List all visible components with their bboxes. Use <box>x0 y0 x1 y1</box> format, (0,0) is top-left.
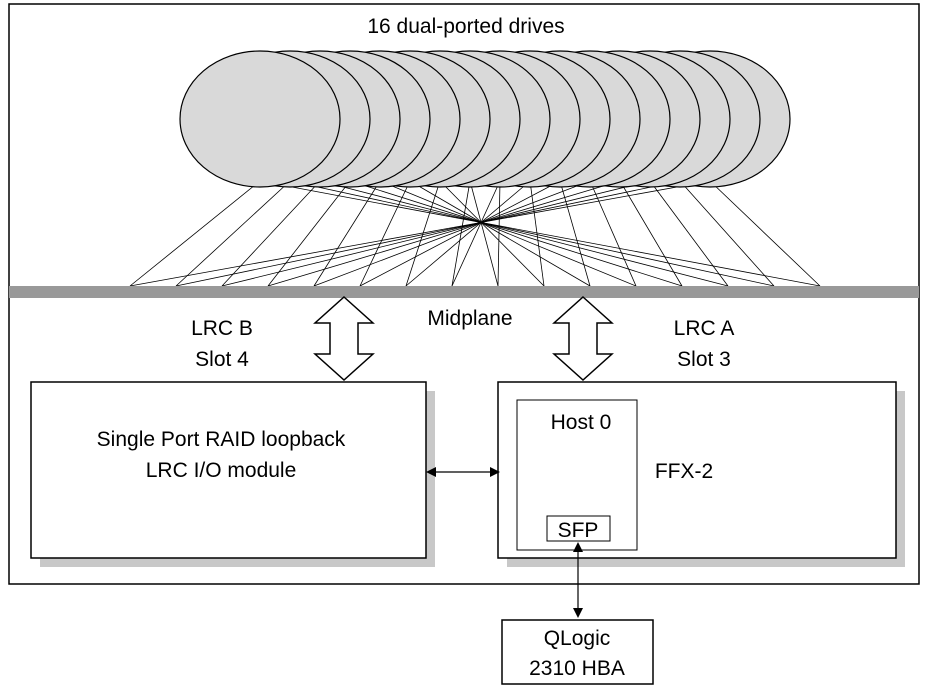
drive-link-line <box>529 180 545 287</box>
lrc-b-midplane-arrow-icon <box>313 295 375 382</box>
hba-line1: QLogic <box>544 627 611 650</box>
drive-link-line <box>267 180 621 287</box>
drive-link-line <box>313 180 381 287</box>
drive-link-line <box>439 180 545 287</box>
drive-link-line <box>709 180 821 287</box>
drive-link-line <box>405 180 441 287</box>
drive-link-line <box>129 180 261 287</box>
hba-link-down-arrow-icon <box>573 608 583 618</box>
drive-link-line <box>359 180 411 287</box>
midplane-bar <box>9 286 919 298</box>
left-module-line2: LRC I/O module <box>146 459 297 482</box>
host-label: Host 0 <box>551 411 612 434</box>
hba-line2: 2310 HBA <box>529 657 625 680</box>
drive-link-line <box>451 180 471 287</box>
drive-connection-lines <box>129 180 821 287</box>
sfp-box <box>546 515 611 542</box>
drive-link-line <box>379 180 637 287</box>
drive-link-line <box>451 180 501 287</box>
drive-link-line <box>679 180 775 287</box>
ffx-label: FFX-2 <box>655 460 713 483</box>
drive-link-line <box>359 180 561 287</box>
drive-link-line <box>289 180 775 287</box>
lrc-b-slot: Slot 4 <box>195 348 249 371</box>
drive-link-line <box>129 180 711 287</box>
left-module-line1: Single Port RAID loopback <box>97 428 346 451</box>
drive-link-line <box>559 180 591 287</box>
drive-link-line <box>619 180 683 287</box>
hba-link-up-arrow-icon <box>573 542 583 552</box>
midplane-label: Midplane <box>427 307 512 330</box>
module-link-left-arrow-icon <box>426 467 436 477</box>
drive-link-line <box>405 180 531 287</box>
lrc-a-midplane-arrow-icon <box>552 295 614 382</box>
left-module-box <box>30 381 427 559</box>
drive-link-line <box>313 180 591 287</box>
lrc-b-label: LRC B <box>191 317 253 340</box>
drive-link-line <box>221 180 321 287</box>
drive-disk <box>179 50 341 188</box>
drive-link-line <box>259 180 821 287</box>
sfp-label: SFP <box>558 519 599 542</box>
drive-link-line <box>497 180 501 287</box>
drives-title: 16 dual-ported drives <box>367 15 564 38</box>
drive-link-line <box>267 180 351 287</box>
drive-link-line <box>409 180 591 287</box>
hba-box <box>501 619 654 685</box>
drive-link-line <box>469 180 499 287</box>
drive-link-line <box>175 180 291 287</box>
drive-link-line <box>649 180 729 287</box>
drive-link-line <box>175 180 681 287</box>
lrc-a-label: LRC A <box>674 317 735 340</box>
lrc-a-slot: Slot 3 <box>677 348 731 371</box>
module-link-right-arrow-icon <box>490 467 500 477</box>
drive-link-line <box>349 180 683 287</box>
drive-link-line <box>221 180 651 287</box>
drive-stack <box>179 50 791 188</box>
drive-link-line <box>319 180 729 287</box>
